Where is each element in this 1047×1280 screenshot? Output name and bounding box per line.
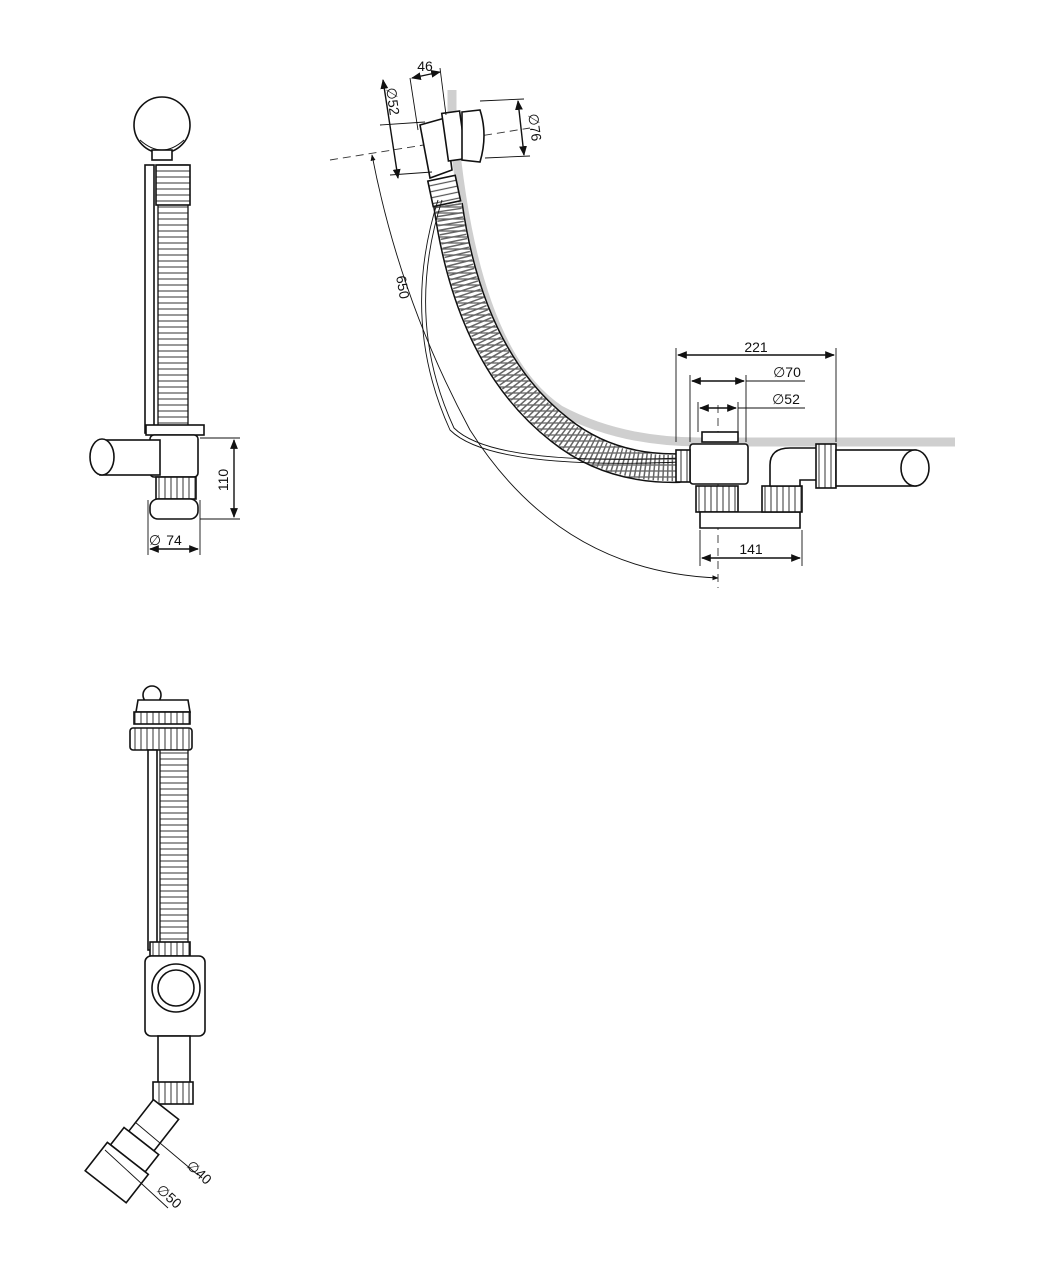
bottom-hose bbox=[159, 749, 189, 951]
bottom-outlet-pipe bbox=[84, 1141, 150, 1204]
dim-label-cable: 650 bbox=[393, 274, 413, 300]
side-hose bbox=[157, 164, 189, 436]
dim-label-drain-outer: ∅70 bbox=[773, 364, 801, 380]
dim-label-outlet-inner: ∅40 bbox=[184, 1157, 216, 1188]
bottom-view: ∅40 ∅50 bbox=[84, 685, 216, 1212]
dim-line-overflow-depth bbox=[411, 70, 441, 80]
dim-label-height: 110 bbox=[215, 469, 231, 492]
cable-tube bbox=[144, 164, 155, 434]
main-view: 650 46 ∅52 ∅76 bbox=[329, 58, 955, 588]
dim-arc-cable bbox=[370, 154, 719, 581]
side-outlet-pipe bbox=[89, 438, 115, 476]
dim-label-overflow-diameter: ∅52 bbox=[383, 86, 403, 116]
dim-label-overflow-depth: 46 bbox=[417, 58, 433, 74]
dim-label-outlet-outer: ∅50 bbox=[154, 1181, 186, 1212]
side-view: 110 74 ∅ bbox=[89, 96, 240, 555]
main-outlet-pipe bbox=[900, 449, 930, 487]
drain-assembly bbox=[675, 431, 930, 529]
dim-line-cap-diameter bbox=[515, 100, 527, 156]
dim-label-diameter: 74 bbox=[166, 532, 182, 548]
dim-label-drain-inner: ∅52 bbox=[772, 391, 800, 407]
overflow-assembly bbox=[419, 109, 485, 208]
dim-label-cap-diameter: ∅76 bbox=[525, 112, 545, 142]
diameter-symbol: ∅ bbox=[149, 532, 161, 548]
dim-label-trap-width: 141 bbox=[739, 541, 763, 557]
overflow-cap bbox=[133, 96, 191, 154]
bottom-cable-tube bbox=[147, 749, 158, 951]
dim-line-overflow-diameter bbox=[380, 79, 401, 179]
overflow-centerline bbox=[329, 127, 531, 161]
dim-label-total-width: 221 bbox=[744, 339, 768, 355]
